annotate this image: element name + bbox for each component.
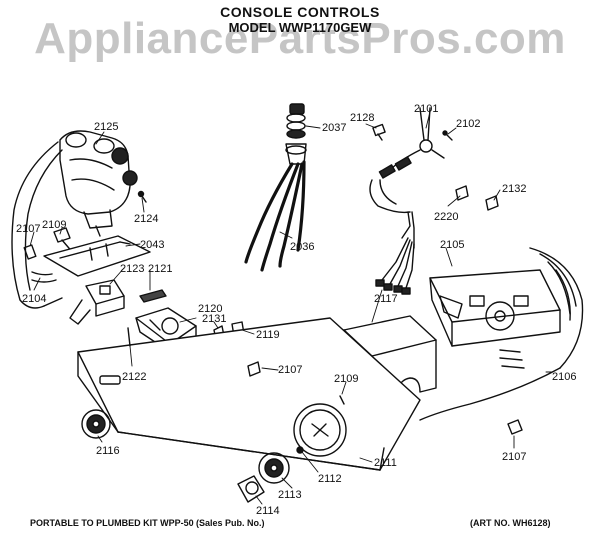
diagram-title: CONSOLE CONTROLS	[220, 4, 380, 20]
part-2114-knob	[237, 475, 265, 503]
label-2036: 2036	[290, 241, 314, 253]
part-2107-connector-c	[507, 419, 523, 435]
part-2107-connector-a	[23, 244, 37, 260]
label-2117: 2117	[374, 293, 398, 305]
label-2107-b: 2107	[278, 364, 302, 376]
part-2105-timer	[429, 269, 561, 347]
label-2116: 2116	[96, 445, 120, 457]
label-2112: 2112	[318, 473, 342, 485]
part-2123-switch	[69, 279, 125, 325]
label-2122: 2122	[122, 371, 146, 383]
part-2037-fitting	[285, 103, 307, 165]
part-2102-clip	[445, 133, 453, 141]
label-2101: 2101	[414, 103, 438, 115]
label-2111: 2111	[374, 457, 397, 469]
footer-art-no: (ART NO. WH6128)	[470, 518, 551, 528]
label-2109-b: 2109	[334, 373, 358, 385]
footer-sales-pub: (Sales Pub. No.)	[196, 518, 265, 528]
watermark: AppliancePartsPros.com	[34, 14, 566, 63]
part-2104-wires	[31, 271, 53, 276]
model-line: MODEL WWP1170GEW	[228, 20, 372, 35]
water-valve-assembly	[59, 130, 138, 237]
footer-kit-note: PORTABLE TO PLUMBED KIT WPP-50	[30, 518, 194, 528]
part-2109-screw	[339, 395, 345, 405]
label-2114: 2114	[256, 505, 280, 517]
part-2122-screw	[127, 327, 131, 347]
label-2037: 2037	[322, 122, 346, 134]
part-2043-bracket	[43, 235, 151, 277]
part-2036-hoses	[244, 160, 306, 272]
wire-bundle-center	[375, 237, 415, 295]
label-2104: 2104	[22, 293, 46, 305]
part-2106-wires	[419, 247, 584, 421]
label-2043: 2043	[140, 239, 164, 251]
label-2121: 2121	[148, 263, 172, 275]
label-2107-c: 2107	[502, 451, 526, 463]
part-2101-harness	[369, 107, 445, 249]
part-2132	[485, 195, 499, 211]
part-2112-washer	[296, 446, 304, 454]
label-2120: 2120	[198, 303, 222, 315]
label-2131: 2131	[202, 313, 226, 325]
label-2220: 2220	[434, 211, 458, 223]
label-2123: 2123	[120, 263, 144, 275]
label-2125: 2125	[94, 121, 118, 133]
label-2119: 2119	[256, 329, 280, 341]
label-2113: 2113	[278, 489, 302, 501]
part-2116-knob	[81, 409, 111, 439]
part-2111-console-panel	[77, 317, 421, 471]
leader-lines	[29, 111, 553, 505]
part-2107-connector-b	[247, 361, 261, 377]
label-2109-a: 2109	[42, 219, 66, 231]
part-2113-dial	[258, 452, 290, 484]
part-2128	[372, 123, 386, 137]
label-2107-a: 2107	[16, 223, 40, 235]
label-2132: 2132	[502, 183, 526, 195]
label-2106: 2106	[552, 371, 576, 383]
label-2102: 2102	[456, 118, 480, 130]
label-2105: 2105	[440, 239, 464, 251]
label-2128: 2128	[350, 112, 374, 124]
part-2121-plate	[139, 289, 167, 303]
part-labels: 2125 2037 2128 2101 2102 2124 2132 2107 …	[16, 103, 576, 517]
part-2124-screw	[141, 195, 147, 203]
wire-harness-left	[11, 141, 59, 309]
label-2124: 2124	[134, 213, 158, 225]
part-2120-mount	[135, 307, 197, 353]
